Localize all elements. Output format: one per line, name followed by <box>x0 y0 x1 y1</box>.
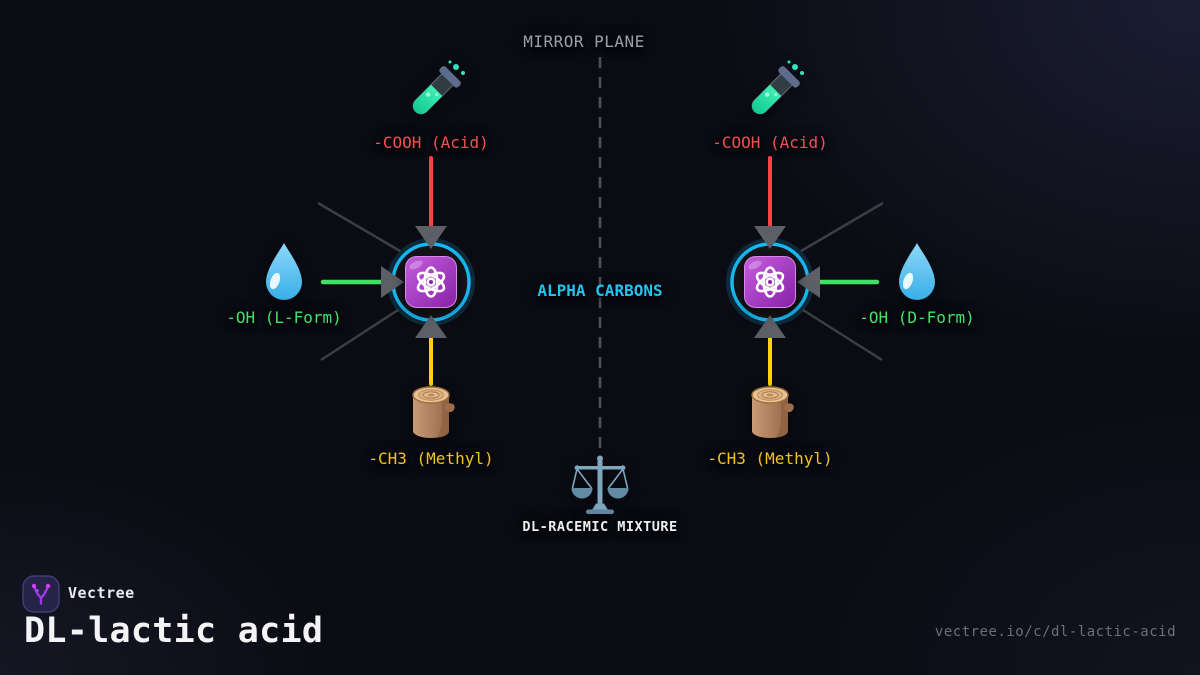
left-side-arrow-icon <box>381 266 404 298</box>
atom-symbol-icon <box>404 255 458 313</box>
right-hydroxyl-label: -OH (D-Form) <box>859 308 975 327</box>
right-side-arrow-icon <box>797 266 820 298</box>
atom-symbol-icon <box>743 255 797 313</box>
left-hydroxyl-label: -OH (L-Form) <box>226 308 342 327</box>
mirror-plane-label: MIRROR PLANE <box>523 32 645 51</box>
test-tube-icon <box>393 58 469 138</box>
balance-scale-icon <box>571 454 629 520</box>
alpha-carbons-label: ALPHA CARBONS <box>537 281 663 300</box>
vectree-logo-icon <box>22 575 60 617</box>
right-top-arrow-icon <box>754 226 786 249</box>
wood-log-icon <box>403 382 459 448</box>
right-acid-label: -COOH (Acid) <box>712 133 828 152</box>
right-diagonal-bond-lower <box>802 308 883 362</box>
racemic-mixture-label: DL-RACEMIC MIXTURE <box>522 519 678 535</box>
water-droplet-icon <box>261 240 307 306</box>
site-url: vectree.io/c/dl-lactic-acid <box>934 624 1176 640</box>
right-bottom-arrow-icon <box>754 315 786 338</box>
right-methyl-label: -CH3 (Methyl) <box>707 449 833 468</box>
test-tube-icon <box>732 58 808 138</box>
brand-name: Vectree <box>68 584 135 602</box>
left-diagonal-bond-upper <box>317 201 401 253</box>
left-bottom-arrow-icon <box>415 315 447 338</box>
left-acid-label: -COOH (Acid) <box>373 133 489 152</box>
page-title: DL-lactic acid <box>24 611 324 651</box>
right-diagonal-bond-upper <box>800 201 884 253</box>
wood-log-icon <box>742 382 798 448</box>
left-methyl-label: -CH3 (Methyl) <box>368 449 494 468</box>
left-diagonal-bond-lower <box>320 308 399 362</box>
water-droplet-icon <box>894 240 940 306</box>
left-top-arrow-icon <box>415 226 447 249</box>
